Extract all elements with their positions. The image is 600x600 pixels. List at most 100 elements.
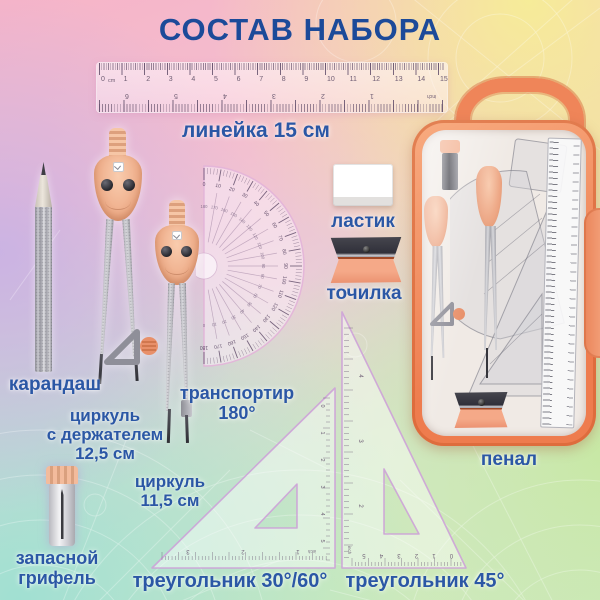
svg-text:180: 180 (200, 344, 209, 350)
svg-text:0: 0 (449, 552, 453, 558)
svg-text:3: 3 (186, 548, 190, 554)
page-title: СОСТАВ НАБОРА (158, 12, 442, 47)
svg-text:60: 60 (270, 222, 278, 230)
svg-text:150: 150 (239, 331, 249, 340)
svg-text:2: 2 (357, 504, 363, 508)
svg-text:40: 40 (238, 308, 245, 315)
case-latch (584, 208, 600, 358)
svg-text:0: 0 (319, 404, 325, 407)
pencil-cone (35, 175, 52, 207)
svg-text:4: 4 (319, 512, 325, 515)
svg-text:inch: inch (307, 549, 316, 554)
svg-text:130: 130 (261, 313, 271, 323)
compass-head (155, 225, 199, 285)
pencil-body (35, 207, 52, 372)
svg-text:inch: inch (347, 546, 352, 555)
compass-knob (169, 200, 185, 228)
svg-text:180: 180 (201, 204, 209, 209)
case-content-tools (450, 138, 568, 397)
svg-text:1: 1 (432, 552, 436, 558)
case-content-sharpener (454, 392, 508, 428)
spare-lead-label: запасной грифель (15, 548, 99, 589)
lead-clamp (181, 400, 192, 417)
svg-text:3: 3 (397, 552, 401, 558)
svg-text:3: 3 (319, 485, 325, 488)
compass-small (146, 200, 208, 468)
ruler-inch-major-ticks (99, 100, 445, 112)
svg-text:90: 90 (282, 263, 288, 269)
case-content-holder (430, 302, 465, 326)
svg-text:5: 5 (319, 539, 325, 542)
svg-text:70: 70 (257, 283, 264, 290)
svg-text:60: 60 (252, 292, 259, 299)
case-body (412, 120, 596, 446)
ruler-label: линейка 15 см (182, 119, 330, 142)
compass-knob (109, 128, 126, 158)
svg-text:110: 110 (276, 289, 284, 299)
svg-text:40: 40 (252, 200, 260, 208)
compass-screw (161, 246, 172, 257)
svg-text:100: 100 (280, 275, 287, 284)
svg-text:0: 0 (203, 182, 206, 188)
svg-text:90: 90 (261, 264, 266, 269)
svg-text:110: 110 (256, 242, 263, 251)
svg-text:0: 0 (202, 323, 205, 328)
svg-text:3: 3 (357, 439, 363, 443)
svg-text:4: 4 (357, 374, 363, 378)
svg-text:100: 100 (260, 252, 266, 260)
eraser (333, 164, 393, 206)
svg-text:140: 140 (251, 323, 261, 333)
svg-text:20: 20 (221, 319, 228, 326)
compass-head (94, 155, 142, 221)
compass-screw (123, 179, 135, 191)
svg-text:140: 140 (238, 216, 247, 225)
triangle-45-label: треугольник 45° (345, 570, 505, 592)
compass-screw (101, 179, 113, 191)
svg-text:50: 50 (246, 301, 253, 308)
svg-text:130: 130 (245, 223, 254, 232)
lead-stick (60, 489, 64, 539)
svg-text:10: 10 (211, 322, 217, 328)
sharpener-body (330, 257, 402, 283)
pencil-case (412, 76, 600, 448)
svg-text:10: 10 (215, 183, 222, 190)
compass-with-holder-label: циркуль с держателем 12,5 см (46, 406, 164, 464)
svg-text:120: 120 (269, 301, 278, 311)
svg-text:30: 30 (230, 314, 237, 321)
sharpener-label: точилка (326, 283, 402, 304)
triangle-30-60-label: треугольник 30°/60° (132, 570, 328, 592)
pencil-graphite-tip (40, 162, 47, 182)
case-content-ruler (540, 137, 582, 429)
ruler-cm-ticks (99, 63, 445, 75)
svg-text:160: 160 (227, 338, 237, 347)
lead-tube-body (49, 484, 75, 546)
svg-text:80: 80 (260, 274, 266, 280)
svg-text:2: 2 (414, 552, 418, 558)
case-window (422, 130, 586, 436)
compass-with-holder (83, 128, 158, 428)
case-content-lead-tube (440, 140, 460, 190)
svg-text:80: 80 (280, 249, 287, 256)
svg-text:5: 5 (362, 552, 366, 558)
compass-small-label: циркуль 11,5 см (134, 472, 206, 511)
svg-text:30: 30 (241, 192, 249, 200)
brand-mark (172, 231, 182, 240)
svg-text:2: 2 (241, 548, 245, 554)
eraser-label: ластик (331, 211, 395, 232)
svg-text:170: 170 (213, 342, 222, 349)
spare-lead-tube (46, 466, 78, 548)
brand-mark (113, 162, 124, 172)
svg-text:120: 120 (252, 232, 260, 241)
svg-text:50: 50 (262, 210, 270, 218)
pencil (35, 162, 52, 372)
sharpener-screw (363, 246, 370, 254)
sharpener (330, 237, 402, 283)
pencil-label: карандаш (8, 374, 102, 395)
